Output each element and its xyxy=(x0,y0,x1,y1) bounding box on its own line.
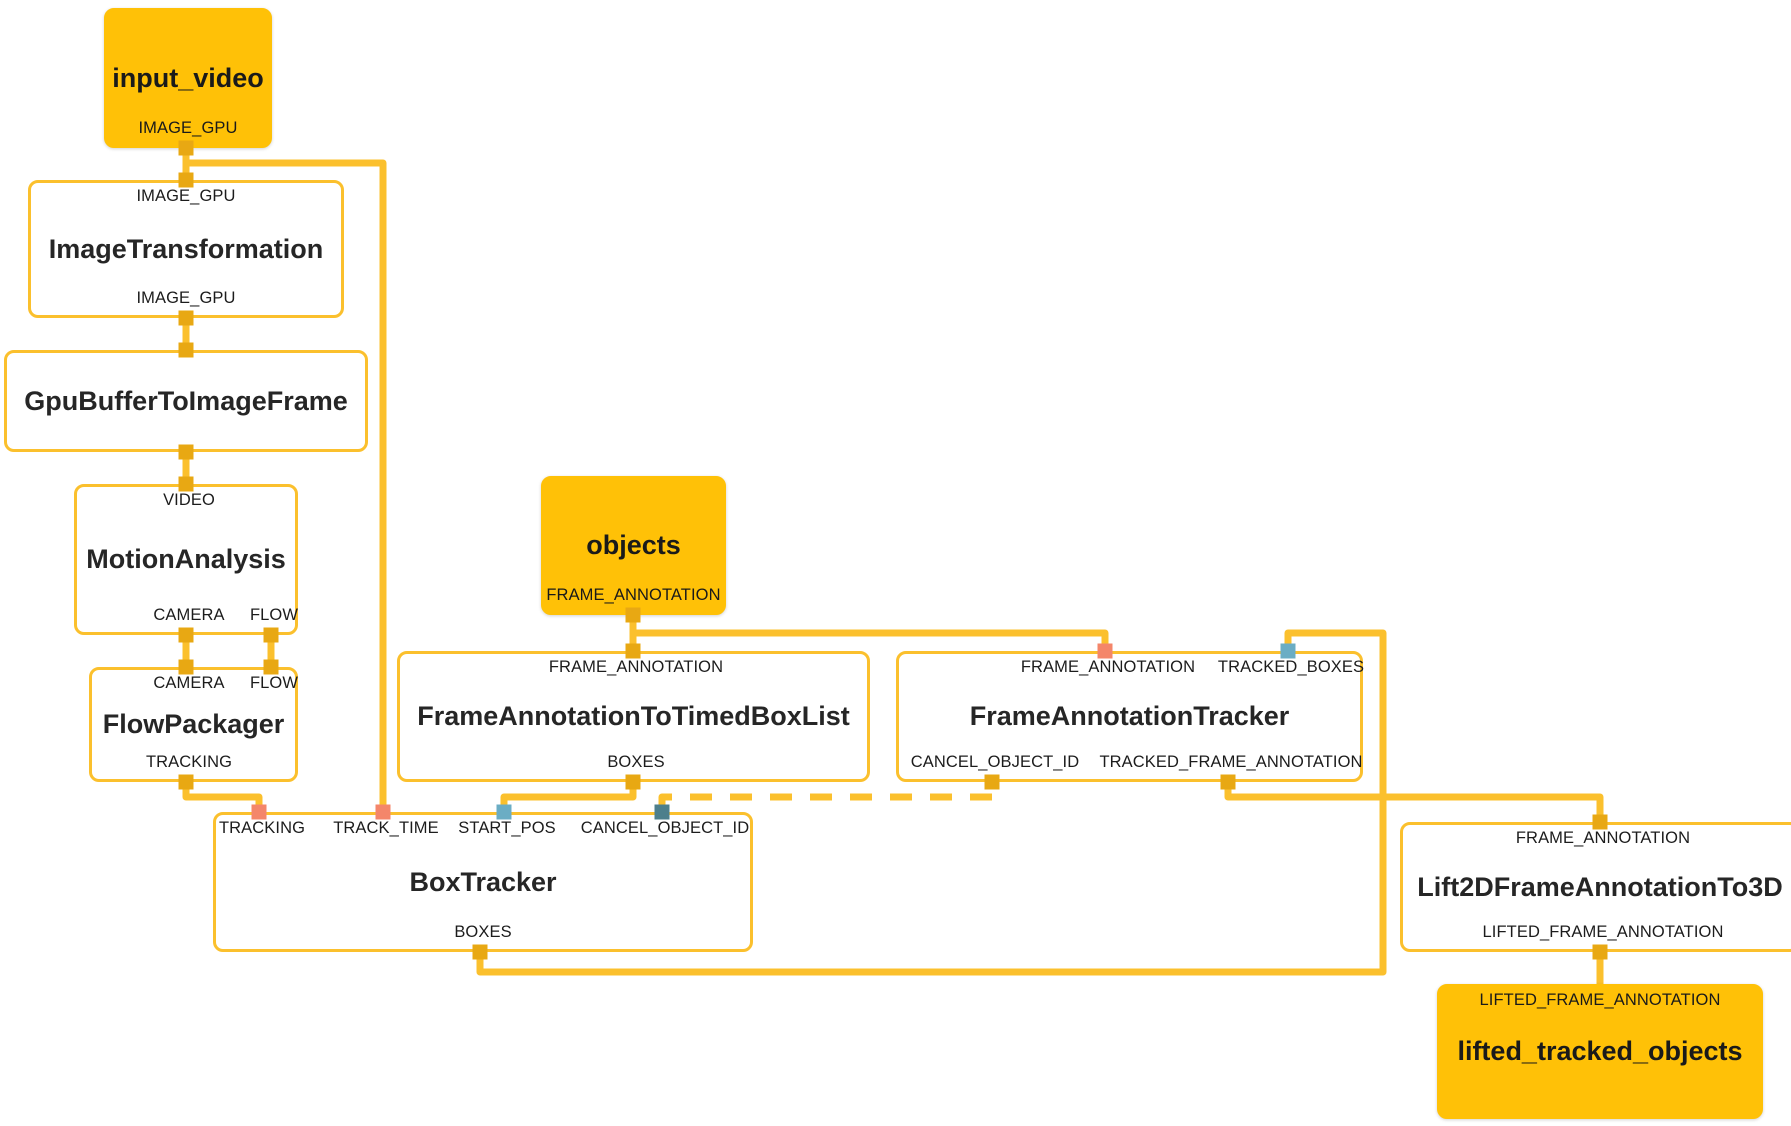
connector-objects-out[interactable] xyxy=(625,607,641,623)
edge-tracking xyxy=(182,782,263,812)
port-label-tracker-tracked-boxes: TRACKED_BOXES xyxy=(1217,658,1365,676)
connector-gpubuffer-out[interactable] xyxy=(178,444,194,460)
connector-gpubuffer-in[interactable] xyxy=(178,342,194,358)
box-tracker-title: BoxTracker xyxy=(409,866,557,897)
flow-packager-title: FlowPackager xyxy=(102,709,285,740)
motion-analysis-output-ports: CAMERA FLOW xyxy=(77,606,299,628)
lift2d-input-ports: FRAME_ANNOTATION xyxy=(1403,829,1791,851)
objects-top-spacer xyxy=(544,483,723,505)
connector-lift2d-in[interactable] xyxy=(1592,814,1608,830)
motion-analysis-input-ports: VIDEO xyxy=(77,491,295,513)
node-objects[interactable]: objects FRAME_ANNOTATION xyxy=(541,476,726,615)
connector-tracker-tracked-boxes-in[interactable] xyxy=(1280,643,1296,659)
connector-boxtracker-cancel-object-id-in[interactable] xyxy=(654,804,670,820)
port-label-image-gpu: IMAGE_GPU xyxy=(138,119,238,137)
connector-boxtracker-start-pos-in[interactable] xyxy=(496,804,512,820)
connector-motion-analysis-flow-out[interactable] xyxy=(263,627,279,643)
port-label-tracker-cancel-object-id: CANCEL_OBJECT_ID xyxy=(910,753,1080,771)
input-video-title: input_video xyxy=(112,62,264,93)
port-label-boxtracker-boxes: BOXES xyxy=(454,923,512,941)
tracker-output-ports: CANCEL_OBJECT_ID TRACKED_FRAME_ANNOTATIO… xyxy=(899,753,1363,775)
port-label-timedboxlist-boxes: BOXES xyxy=(607,753,665,771)
node-gpu-buffer-to-image-frame[interactable]: GpuBufferToImageFrame xyxy=(4,350,368,452)
timedboxlist-output-ports: BOXES xyxy=(400,753,867,775)
node-lift-2d-frame-annotation-to-3d[interactable]: FRAME_ANNOTATION Lift2DFrameAnnotationTo… xyxy=(1400,822,1791,952)
node-frame-annotation-to-timed-box-list[interactable]: FRAME_ANNOTATION FrameAnnotationToTimedB… xyxy=(397,651,870,782)
connector-tracker-cancel-object-id-out[interactable] xyxy=(984,774,1000,790)
port-label-video: VIDEO xyxy=(163,491,215,509)
node-flow-packager[interactable]: CAMERA FLOW FlowPackager TRACKING xyxy=(89,667,298,782)
connector-motion-analysis-video-in[interactable] xyxy=(178,476,194,492)
image-transformation-title: ImageTransformation xyxy=(48,233,324,264)
lifted-tracked-objects-input-ports: LIFTED_FRAME_ANNOTATION xyxy=(1440,991,1760,1013)
port-label-lifted-tracked-objects-in: LIFTED_FRAME_ANNOTATION xyxy=(1479,991,1721,1009)
edge-objects-to-tracker xyxy=(633,629,1109,651)
connector-boxtracker-track-time-in[interactable] xyxy=(375,804,391,820)
lift2d-output-ports: LIFTED_FRAME_ANNOTATION xyxy=(1403,923,1791,945)
port-label-boxtracker-cancel-object-id: CANCEL_OBJECT_ID xyxy=(580,819,750,837)
frame-annotation-tracker-title: FrameAnnotationTracker xyxy=(969,701,1290,732)
port-label-lift2d-frame-annotation: FRAME_ANNOTATION xyxy=(1515,829,1691,847)
lifted-tracked-objects-bottom-spacer xyxy=(1440,1090,1760,1112)
node-motion-analysis[interactable]: VIDEO MotionAnalysis CAMERA FLOW xyxy=(74,484,298,635)
box-tracker-input-ports: TRACKING TRACK_TIME START_POS CANCEL_OBJ… xyxy=(216,819,750,841)
connector-flow-packager-tracking-out[interactable] xyxy=(178,774,194,790)
box-tracker-output-ports: BOXES xyxy=(216,923,750,945)
port-label-boxtracker-tracking: TRACKING xyxy=(218,819,306,837)
port-label-tracker-frame-annotation: FRAME_ANNOTATION xyxy=(1020,658,1196,676)
connector-tracker-frame-annotation-in[interactable] xyxy=(1097,643,1113,659)
connector-timedboxlist-in[interactable] xyxy=(625,643,641,659)
port-label-flow-in: FLOW xyxy=(249,674,299,692)
port-label-image-gpu-out: IMAGE_GPU xyxy=(136,289,236,307)
edge-boxes-to-start-pos xyxy=(500,782,637,812)
input-video-output-ports: IMAGE_GPU xyxy=(107,119,269,141)
connector-tracker-tracked-frame-annotation-out[interactable] xyxy=(1220,774,1236,790)
image-transformation-input-ports: IMAGE_GPU xyxy=(31,187,341,209)
flow-packager-input-ports: CAMERA FLOW xyxy=(92,674,299,696)
node-box-tracker[interactable]: TRACKING TRACK_TIME START_POS CANCEL_OBJ… xyxy=(213,812,753,952)
motion-analysis-title: MotionAnalysis xyxy=(86,544,286,575)
objects-output-ports: FRAME_ANNOTATION xyxy=(544,586,723,608)
node-input-video[interactable]: input_video IMAGE_GPU xyxy=(104,8,272,148)
flow-packager-output-ports: TRACKING xyxy=(92,753,295,775)
connector-boxtracker-boxes-out[interactable] xyxy=(472,944,488,960)
connector-timedboxlist-boxes-out[interactable] xyxy=(625,774,641,790)
port-label-camera-out: CAMERA xyxy=(153,606,225,624)
port-label-tracker-tracked-frame-annotation: TRACKED_FRAME_ANNOTATION xyxy=(1099,753,1363,771)
gpu-buffer-to-image-frame-title: GpuBufferToImageFrame xyxy=(24,385,348,416)
lift-2d-frame-annotation-to-3d-title: Lift2DFrameAnnotationTo3D xyxy=(1417,871,1783,902)
connector-input-video-out[interactable] xyxy=(178,140,194,156)
port-label-flow-out: FLOW xyxy=(249,606,299,624)
input-video-top-spacer xyxy=(107,15,269,37)
port-label-objects-frame-annotation: FRAME_ANNOTATION xyxy=(546,586,721,604)
port-label-lift2d-lifted-frame-annotation: LIFTED_FRAME_ANNOTATION xyxy=(1482,923,1724,941)
port-label-boxtracker-track-time: TRACK_TIME xyxy=(333,819,439,837)
connector-flow-packager-camera-in[interactable] xyxy=(178,659,194,675)
edge-tracked-frame-annotation-to-lift2d xyxy=(1224,782,1604,822)
node-image-transformation[interactable]: IMAGE_GPU ImageTransformation IMAGE_GPU xyxy=(28,180,344,318)
connector-lift2d-out[interactable] xyxy=(1592,944,1608,960)
frame-annotation-to-timed-box-list-title: FrameAnnotationToTimedBoxList xyxy=(417,701,850,732)
node-frame-annotation-tracker[interactable]: FRAME_ANNOTATION TRACKED_BOXES FrameAnno… xyxy=(896,651,1364,782)
connector-image-transformation-out[interactable] xyxy=(178,310,194,326)
connector-flow-packager-flow-in[interactable] xyxy=(263,659,279,675)
objects-title: objects xyxy=(586,530,681,561)
timedboxlist-input-ports: FRAME_ANNOTATION xyxy=(400,658,867,680)
node-lifted-tracked-objects[interactable]: LIFTED_FRAME_ANNOTATION lifted_tracked_o… xyxy=(1437,984,1763,1119)
lifted-tracked-objects-title: lifted_tracked_objects xyxy=(1457,1036,1743,1067)
port-label-camera-in: CAMERA xyxy=(153,674,225,692)
image-transformation-output-ports: IMAGE_GPU xyxy=(31,289,341,311)
tracker-input-ports: FRAME_ANNOTATION TRACKED_BOXES xyxy=(899,658,1364,680)
port-label-timedboxlist-frame-annotation: FRAME_ANNOTATION xyxy=(548,658,724,676)
port-label-image-gpu-in: IMAGE_GPU xyxy=(136,187,236,205)
edge-cancel-object-id-dashed xyxy=(658,793,992,812)
port-label-boxtracker-start-pos: START_POS xyxy=(458,819,556,837)
port-label-tracking-out: TRACKING xyxy=(145,753,233,771)
connector-motion-analysis-camera-out[interactable] xyxy=(178,627,194,643)
connector-boxtracker-tracking-in[interactable] xyxy=(251,804,267,820)
connector-image-transformation-in[interactable] xyxy=(178,172,194,188)
